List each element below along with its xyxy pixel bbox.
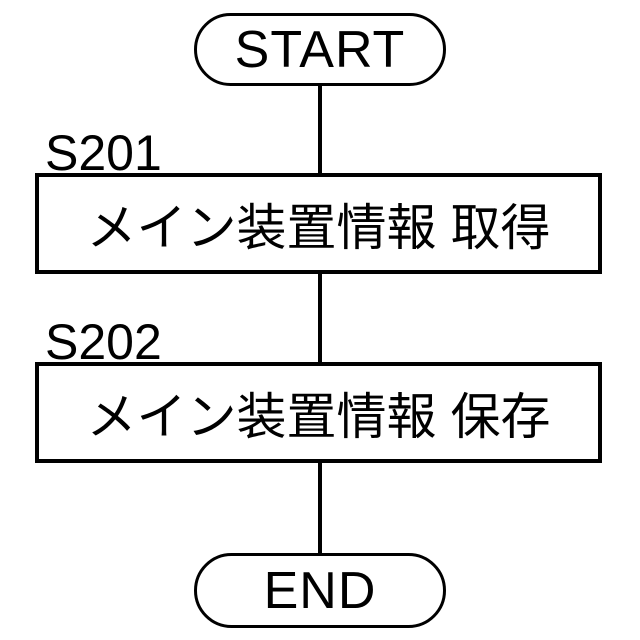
start-terminal-label: START [234,20,406,79]
step-id-label-s201: S201 [45,125,162,181]
start-terminal: START [194,13,446,86]
step-id-label-s202: S202 [45,314,162,370]
connector-s202-to-end [318,460,322,555]
process-text-s202: メイン装置情報 保存 [86,388,551,445]
end-terminal: END [194,553,446,628]
end-terminal-label: END [263,561,377,620]
process-box-s201: メイン装置情報 取得 [35,173,602,274]
connector-start-to-s201 [318,84,322,175]
connector-s201-to-s202 [318,272,322,364]
process-text-s201: メイン装置情報 取得 [86,199,551,256]
process-box-s202: メイン装置情報 保存 [35,362,602,463]
